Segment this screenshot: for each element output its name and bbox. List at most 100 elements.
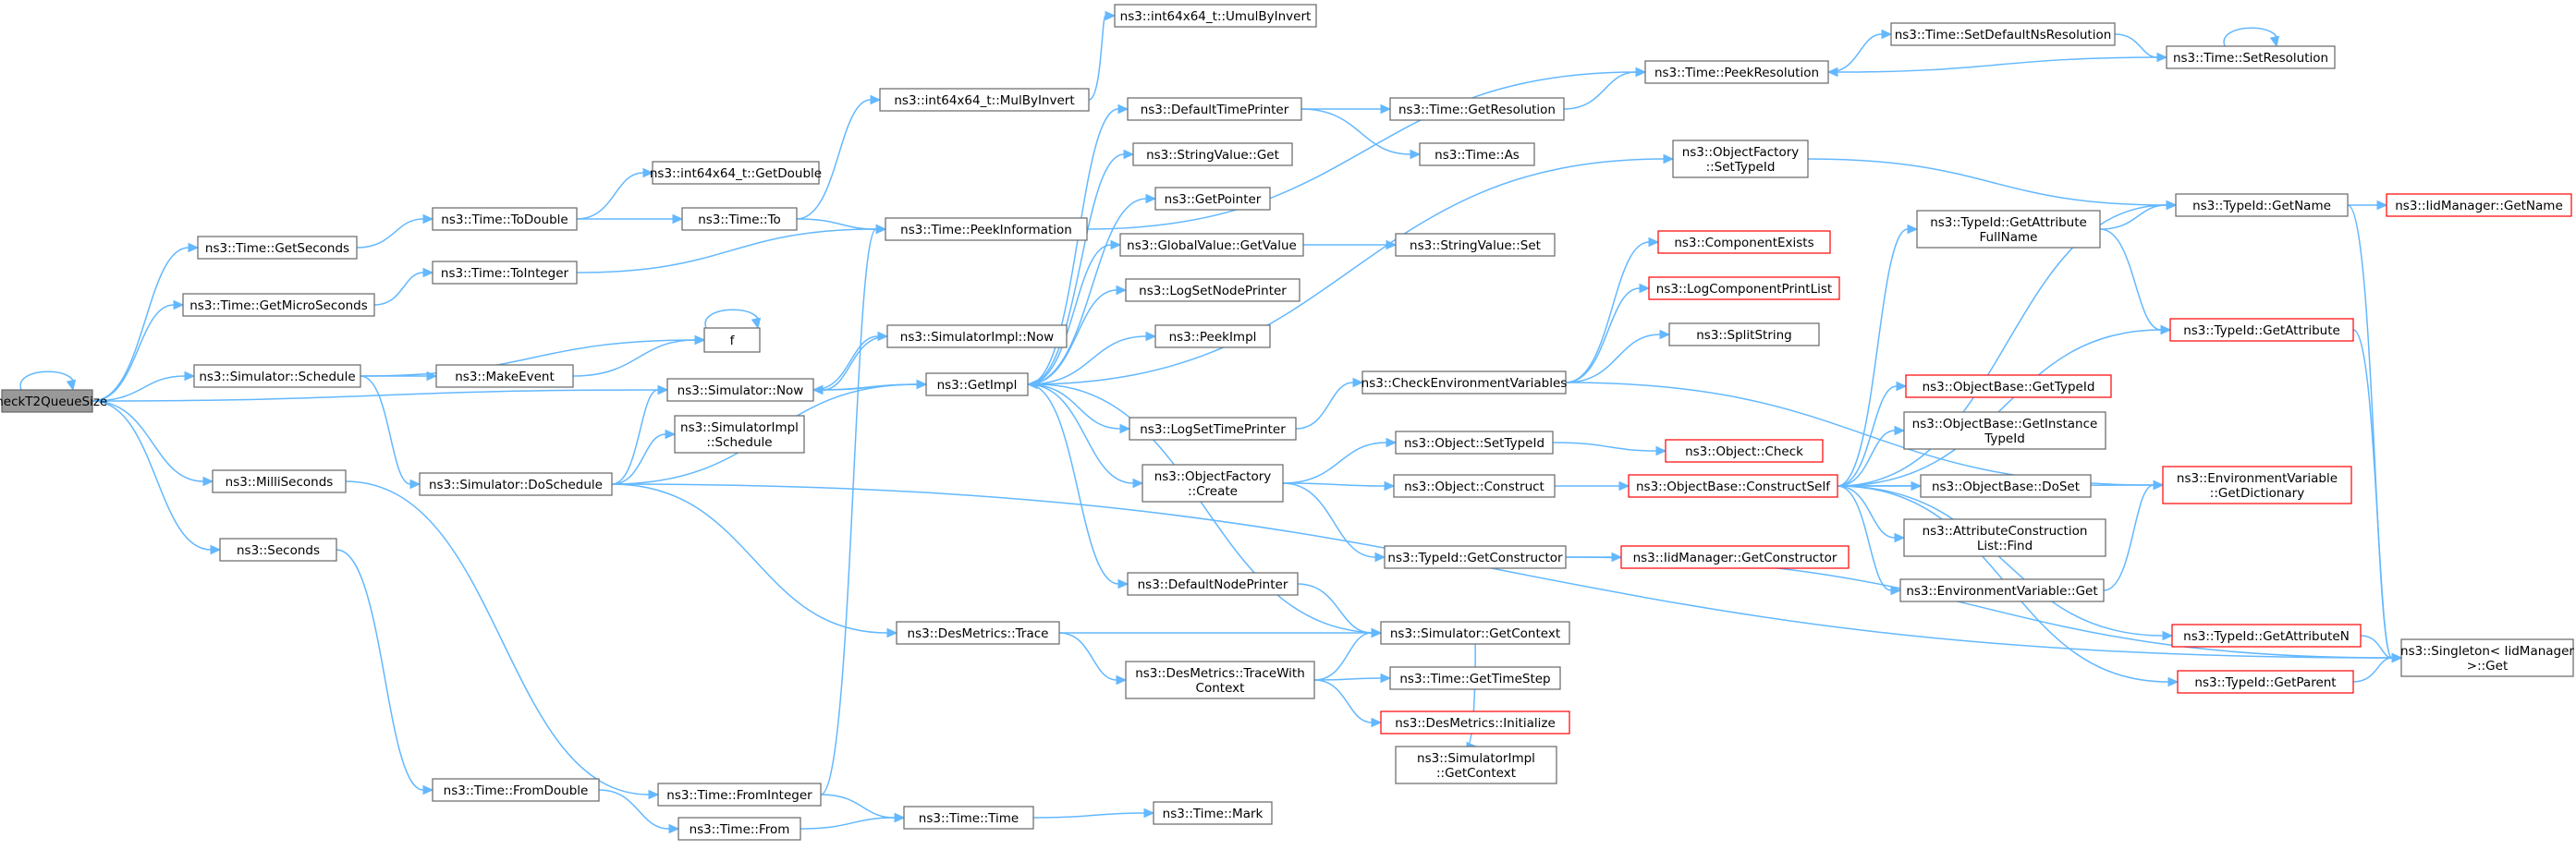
node-ns3-time-peekinformation[interactable]: ns3::Time::PeekInformation [885, 217, 1088, 241]
node-ns3-desmetrics-initialize[interactable]: ns3::DesMetrics::Initialize [1380, 710, 1570, 735]
node-ns3-milliseconds[interactable]: ns3::MilliSeconds [212, 469, 347, 493]
node-ns3-logsetnodeprinter[interactable]: ns3::LogSetNodePrinter [1125, 278, 1300, 302]
node-ns3-time-setresolution[interactable]: ns3::Time::SetResolution [2166, 45, 2336, 69]
node-ns3-simulator-schedule[interactable]: ns3::Simulator::Schedule [193, 364, 361, 388]
node-label: ns3::StringValue::Get [1146, 148, 1279, 163]
node-box [1395, 431, 1554, 455]
node-label: Context [1196, 681, 1245, 696]
edge-ns3-milliseconds-to-ns3-time-frominteger [345, 480, 660, 800]
node-ns3-time-gettimestep[interactable]: ns3::Time::GetTimeStep [1389, 666, 1561, 690]
node-ns3-objectbase-gettypeid[interactable]: ns3::ObjectBase::GetTypeId [1905, 374, 2112, 398]
edge-ns3-typeid-getattribute-to-ns3-singleton-iidmanager-get [2352, 329, 2403, 663]
node-ns3-seconds[interactable]: ns3::Seconds [219, 538, 337, 562]
node-ns3-time-fromdouble[interactable]: ns3::Time::FromDouble [432, 778, 600, 802]
node-ns3-getimpl[interactable]: ns3::GetImpl [925, 372, 1029, 396]
node-ns3-typeid-getattributen[interactable]: ns3::TypeId::GetAttributeN [2171, 624, 2362, 648]
node-label: TypeId [1984, 431, 2025, 446]
node-label: ns3::Time::GetTimeStep [1399, 672, 1550, 686]
node-label: ns3::Simulator::DoSchedule [429, 478, 603, 492]
node-ns3-logsettimeprinter[interactable]: ns3::LogSetTimePrinter [1129, 417, 1297, 441]
node-ns3-peekimpl[interactable]: ns3::PeekImpl [1154, 324, 1271, 348]
node-f[interactable]: f [703, 327, 761, 353]
node-ns3-time-to[interactable]: ns3::Time::To [681, 207, 798, 231]
node-ns3-checkenvironmentvariables[interactable]: ns3::CheckEnvironmentVariables [1361, 370, 1568, 395]
node-ns3-time-tointeger[interactable]: ns3::Time::ToInteger [432, 261, 578, 285]
node-ns3-typeid-getparent[interactable]: ns3::TypeId::GetParent [2177, 670, 2354, 694]
edge-ns3-object-construct-to-ns3-objectbase-constructself [1555, 480, 1630, 492]
node-box [1419, 142, 1535, 166]
node-ns3-object-construct[interactable]: ns3::Object::Construct [1393, 474, 1556, 498]
node-label: ns3::DefaultNodePrinter [1138, 577, 1288, 592]
node-ns3-simulatorimpl-schedule[interactable]: ns3::SimulatorImpl::Schedule [674, 415, 805, 454]
node-box [2171, 624, 2362, 648]
node-ns3-time-setdefaultnsresolution[interactable]: ns3::Time::SetDefaultNsResolution [1890, 22, 2116, 46]
node-ns3-environmentvariable-getdictionary[interactable]: ns3::EnvironmentVariable::GetDictionary [2162, 466, 2352, 504]
node-ns3-object-check[interactable]: ns3::Object::Check [1665, 439, 1824, 463]
node-ns3-time-getresolution[interactable]: ns3::Time::GetResolution [1389, 97, 1565, 121]
node-checkt2queuesize[interactable]: CheckT2QueueSize [0, 389, 107, 413]
node-ns3-iidmanager-getname[interactable]: ns3::IidManager::GetName [2386, 193, 2572, 217]
node-ns3-time-mark[interactable]: ns3::Time::Mark [1153, 801, 1273, 825]
node-label: ns3::GetPointer [1165, 192, 1262, 207]
node-label: ns3::TypeId::GetName [2192, 199, 2331, 213]
node-box [1899, 578, 2105, 602]
node-ns3-environmentvariable-get[interactable]: ns3::EnvironmentVariable::Get [1899, 578, 2105, 602]
node-ns3-time-getmicroseconds[interactable]: ns3::Time::GetMicroSeconds [182, 293, 375, 317]
node-ns3-typeid-getconstructor[interactable]: ns3::TypeId::GetConstructor [1384, 545, 1567, 569]
node-ns3-desmetrics-trace[interactable]: ns3::DesMetrics::Trace [896, 621, 1060, 645]
node-ns3-simulator-getcontext[interactable]: ns3::Simulator::GetContext [1380, 621, 1570, 645]
node-label: ns3::TypeId::GetAttribute [1930, 215, 2087, 230]
node-ns3-objectfactory-settypeid[interactable]: ns3::ObjectFactory::SetTypeId [1672, 140, 1809, 178]
node-ns3-simulator-now[interactable]: ns3::Simulator::Now [666, 378, 814, 402]
node-ns3-simulatorimpl-getcontext[interactable]: ns3::SimulatorImpl::GetContext [1395, 746, 1557, 784]
node-ns3-typeid-getname[interactable]: ns3::TypeId::GetName [2175, 193, 2349, 217]
node-label: ns3::Time::FromDouble [444, 783, 589, 798]
node-label: ns3::MilliSeconds [226, 475, 334, 490]
edge-ns3-typeid-getattributefullname-to-ns3-typeid-getname [2099, 200, 2178, 230]
node-ns3-defaulttimeprinter[interactable]: ns3::DefaultTimePrinter [1127, 97, 1302, 121]
node-label: ::GetDictionary [2210, 486, 2304, 501]
node-ns3-componentexists[interactable]: ns3::ComponentExists [1657, 230, 1831, 254]
node-ns3-object-settypeid[interactable]: ns3::Object::SetTypeId [1395, 431, 1554, 455]
node-ns3-stringvalue-set[interactable]: ns3::StringValue::Set [1395, 233, 1556, 257]
node-ns3-logcomponentprintlist[interactable]: ns3::LogComponentPrintList [1648, 276, 1840, 300]
node-ns3-getpointer[interactable]: ns3::GetPointer [1154, 187, 1271, 211]
node-ns3-simulatorimpl-now[interactable]: ns3::SimulatorImpl::Now [886, 324, 1068, 348]
node-ns3-int64x64-t-mulbyinvert[interactable]: ns3::int64x64_t::MulByInvert [879, 88, 1090, 112]
node-ns3-time-frominteger[interactable]: ns3::Time::FromInteger [657, 783, 822, 807]
node-ns3-time-as[interactable]: ns3::Time::As [1419, 142, 1535, 166]
call-graph-nodes: CheckT2QueueSizens3::Time::GetSecondsns3… [0, 4, 2574, 841]
node-ns3-int64x64-t-getdouble[interactable]: ns3::int64x64_t::GetDouble [650, 161, 822, 185]
node-ns3-objectfactory-create[interactable]: ns3::ObjectFactory::Create [1141, 464, 1284, 503]
node-box [1, 389, 93, 413]
node-ns3-objectbase-constructself[interactable]: ns3::ObjectBase::ConstructSelf [1628, 474, 1838, 498]
node-box [1628, 474, 1838, 498]
node-ns3-defaultnodeprinter[interactable]: ns3::DefaultNodePrinter [1127, 572, 1299, 596]
node-ns3-typeid-getattribute[interactable]: ns3::TypeId::GetAttribute [2169, 318, 2354, 342]
edge-ns3-getimpl-to-ns3-getpointer [1027, 193, 1157, 385]
node-ns3-time-peekresolution[interactable]: ns3::Time::PeekResolution [1644, 60, 1829, 84]
node-ns3-time-todouble[interactable]: ns3::Time::ToDouble [432, 207, 578, 231]
node-label: ns3::Time::GetSeconds [205, 241, 349, 256]
node-label: ns3::Time::Mark [1163, 807, 1264, 821]
node-label: ns3::Simulator::GetContext [1390, 626, 1560, 641]
node-ns3-time-from[interactable]: ns3::Time::From [678, 817, 801, 841]
node-label: ns3::Object::Check [1685, 444, 1803, 459]
node-ns3-iidmanager-getconstructor[interactable]: ns3::IidManager::GetConstructor [1620, 545, 1850, 569]
node-ns3-singleton-iidmanager-get[interactable]: ns3::Singleton< IidManager>::Get [2400, 638, 2574, 677]
node-ns3-simulator-doschedule[interactable]: ns3::Simulator::DoSchedule [419, 472, 613, 496]
node-ns3-int64x64-t-umulbyinvert[interactable]: ns3::int64x64_t::UmulByInvert [1114, 4, 1317, 28]
edge-ns3-time-to-to-ns3-time-peekinformation [796, 218, 887, 235]
node-ns3-splitstring[interactable]: ns3::SplitString [1668, 322, 1820, 346]
node-ns3-objectbase-doset[interactable]: ns3::ObjectBase::DoSet [1920, 474, 2092, 498]
edge-ns3-typeid-getattributefullname-to-ns3-typeid-getattribute [2099, 228, 2172, 335]
node-ns3-stringvalue-get[interactable]: ns3::StringValue::Get [1132, 142, 1293, 166]
node-ns3-time-time[interactable]: ns3::Time::Time [903, 806, 1034, 830]
node-ns3-makeevent[interactable]: ns3::MakeEvent [435, 364, 574, 388]
node-ns3-globalvalue-getvalue[interactable]: ns3::GlobalValue::GetValue [1119, 233, 1304, 257]
node-ns3-time-getseconds[interactable]: ns3::Time::GetSeconds [197, 236, 358, 260]
